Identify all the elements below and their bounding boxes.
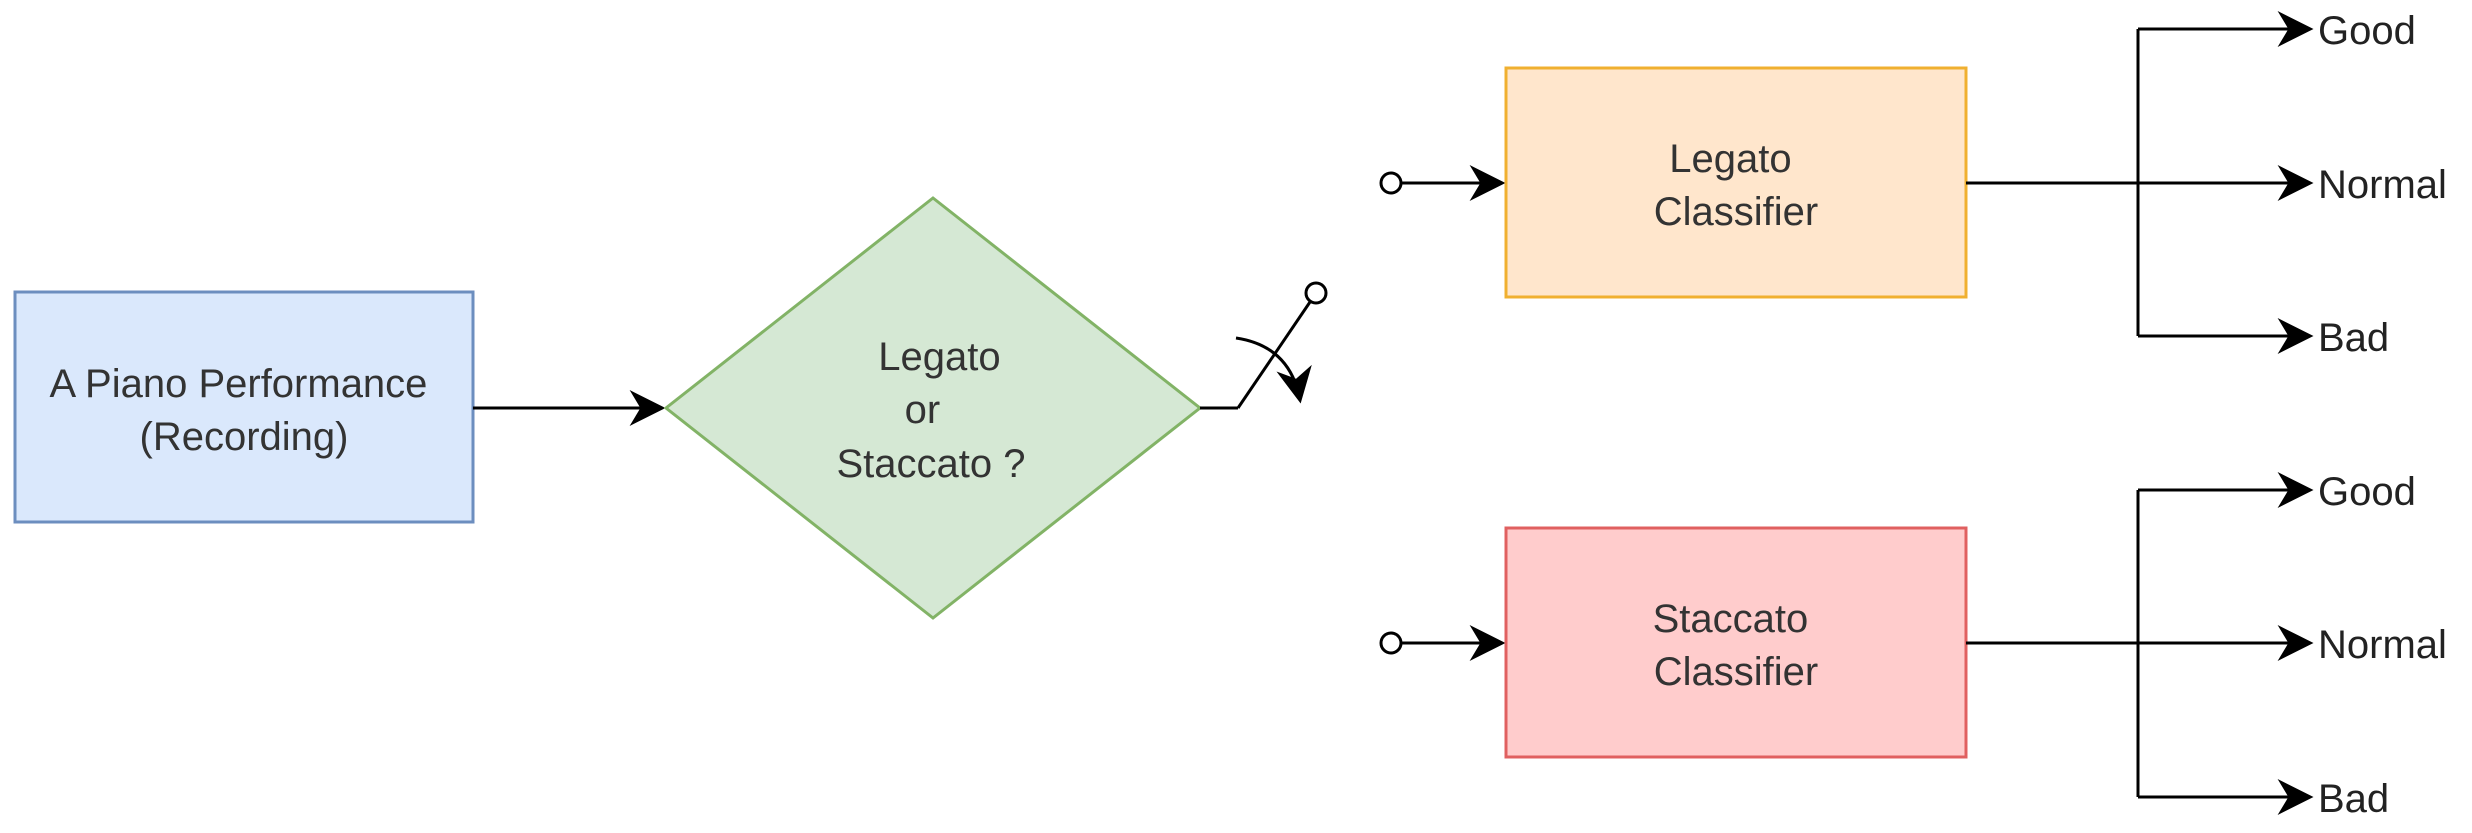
svg-text:A Piano Performance (Rec: A Piano Performance (Recording)	[49, 362, 438, 459]
input-node-line-1: A Piano Performance	[49, 362, 427, 406]
staccato-output-good: Good	[2318, 470, 2416, 514]
staccato-branch: Staccato Classifier Good Normal Bad	[1379, 470, 2447, 821]
staccato-classifier-box	[1504, 526, 1968, 759]
legato-classifier-box	[1504, 66, 1968, 299]
svg-text:Legato or Staccato: Legato or Staccato ?	[836, 335, 1025, 486]
svg-text:Staccato Classifier: Staccato Classifier	[1653, 597, 1820, 694]
staccato-output-normal: Normal	[2318, 623, 2447, 667]
legato-input-terminal	[1379, 171, 1403, 195]
staccato-output-bad: Bad	[2318, 777, 2389, 821]
legato-branch: Legato Classifier Good Normal Bad	[1379, 9, 2447, 360]
svg-text:Legato Classifier: Legato Classifier	[1654, 137, 1818, 234]
decision-node-line-1: Legato	[878, 335, 1000, 379]
legato-classifier-line-2: Classifier	[1654, 190, 1818, 234]
legato-output-good: Good	[2318, 9, 2416, 53]
legato-output-normal: Normal	[2318, 163, 2447, 207]
switch-contact	[1304, 281, 1328, 305]
staccato-classifier-line-2: Classifier	[1654, 650, 1818, 694]
decision-node-line-2: or	[905, 388, 941, 432]
switch-symbol	[1200, 281, 1328, 410]
input-node-box	[13, 290, 475, 524]
switch-toggle-arrow	[1235, 336, 1312, 404]
decision-node-diamond	[663, 196, 1203, 620]
legato-output-bad: Bad	[2318, 316, 2389, 360]
decision-node: Legato or Staccato ?	[663, 196, 1203, 620]
staccato-classifier-line-1: Staccato	[1653, 597, 1809, 641]
input-node: A Piano Performance (Recording)	[13, 290, 475, 524]
decision-node-line-3: Staccato ?	[836, 442, 1025, 486]
input-node-line-2: (Recording)	[140, 415, 349, 459]
staccato-input-terminal	[1379, 631, 1403, 655]
legato-classifier-line-1: Legato	[1669, 137, 1791, 181]
